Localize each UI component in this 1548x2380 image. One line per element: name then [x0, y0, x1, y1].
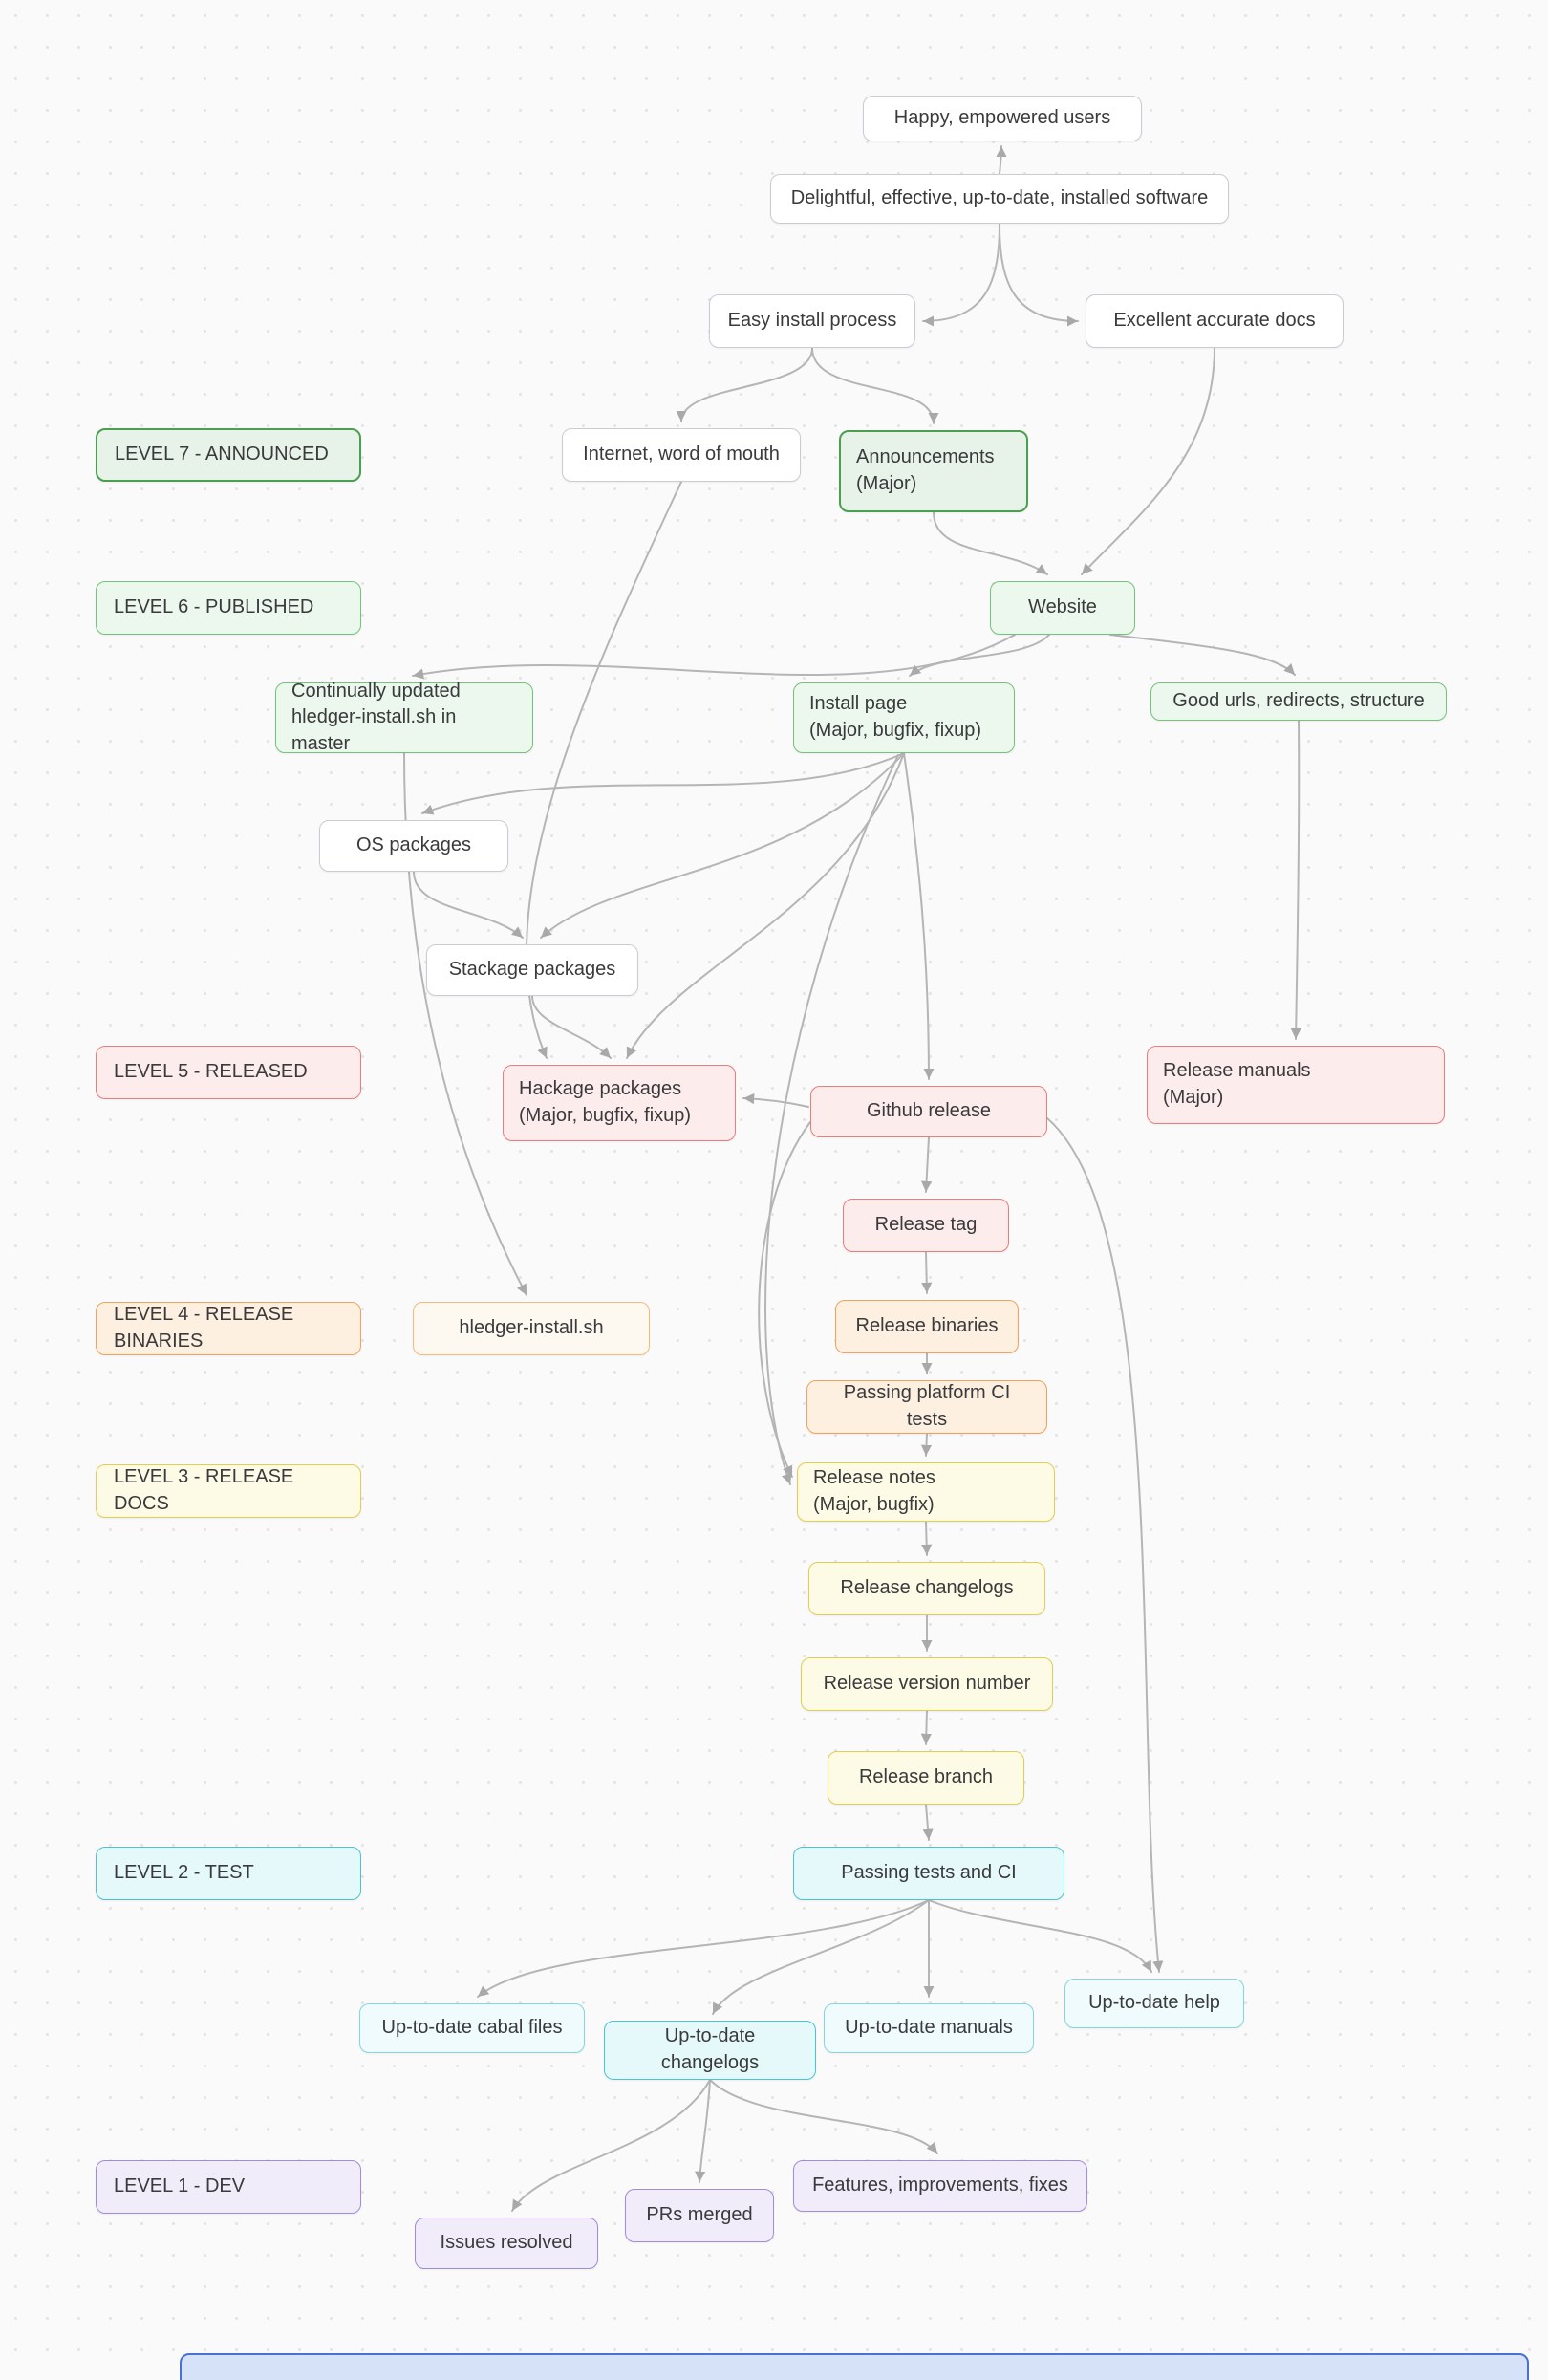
level-label-5-released: LEVEL 5 - RELEASED	[96, 1046, 361, 1099]
node-delightful-software: Delightful, effective, up-to-date, insta…	[770, 174, 1229, 224]
node-up-to-date-changelogs: Up-to-date changelogs	[604, 2021, 816, 2080]
node-release-manuals: Release manuals (Major)	[1147, 1046, 1445, 1124]
node-up-to-date-help: Up-to-date help	[1064, 1979, 1244, 2028]
node-features-improvements-fixes: Features, improvements, fixes	[793, 2160, 1087, 2212]
node-hackage-packages: Hackage packages (Major, bugfix, fixup)	[503, 1065, 736, 1141]
node-up-to-date-manuals: Up-to-date manuals	[824, 2003, 1034, 2053]
level-0-bar	[180, 2353, 1529, 2380]
node-excellent-accurate-docs: Excellent accurate docs	[1086, 294, 1344, 348]
node-os-packages: OS packages	[319, 820, 508, 872]
node-passing-tests-and-ci: Passing tests and CI	[793, 1847, 1064, 1900]
node-github-release: Github release	[810, 1086, 1047, 1137]
node-continually-updated-hledger-install: Continually updated hledger-install.sh i…	[275, 681, 533, 754]
level-label-6-published: LEVEL 6 - PUBLISHED	[96, 581, 361, 635]
node-install-page: Install page (Major, bugfix, fixup)	[793, 682, 1015, 753]
node-issues-resolved: Issues resolved	[415, 2218, 598, 2269]
node-passing-platform-ci-tests: Passing platform CI tests	[806, 1380, 1047, 1434]
node-easy-install-process: Easy install process	[709, 294, 915, 348]
level-label-4-release-binaries: LEVEL 4 - RELEASE BINARIES	[96, 1302, 361, 1355]
node-release-changelogs: Release changelogs	[808, 1562, 1045, 1615]
node-release-binaries: Release binaries	[835, 1300, 1019, 1353]
node-up-to-date-cabal-files: Up-to-date cabal files	[359, 2003, 585, 2053]
node-happy-users: Happy, empowered users	[863, 96, 1142, 141]
node-release-tag: Release tag	[843, 1199, 1009, 1252]
node-internet-word-of-mouth: Internet, word of mouth	[562, 428, 801, 482]
node-release-branch: Release branch	[828, 1751, 1024, 1805]
node-release-version-number: Release version number	[801, 1657, 1053, 1711]
node-announcements: Announcements (Major)	[839, 430, 1028, 512]
node-good-urls-redirects-structure: Good urls, redirects, structure	[1150, 682, 1447, 721]
level-label-3-release-docs: LEVEL 3 - RELEASE DOCS	[96, 1464, 361, 1518]
node-hledger-install-sh: hledger-install.sh	[413, 1302, 650, 1355]
level-label-1-dev: LEVEL 1 - DEV	[96, 2160, 361, 2214]
level-label-2-test: LEVEL 2 - TEST	[96, 1847, 361, 1900]
node-stackage-packages: Stackage packages	[426, 944, 638, 996]
node-prs-merged: PRs merged	[625, 2189, 774, 2242]
node-release-notes: Release notes (Major, bugfix)	[797, 1462, 1055, 1522]
level-label-7-announced: LEVEL 7 - ANNOUNCED	[96, 428, 361, 482]
node-website: Website	[990, 581, 1135, 635]
